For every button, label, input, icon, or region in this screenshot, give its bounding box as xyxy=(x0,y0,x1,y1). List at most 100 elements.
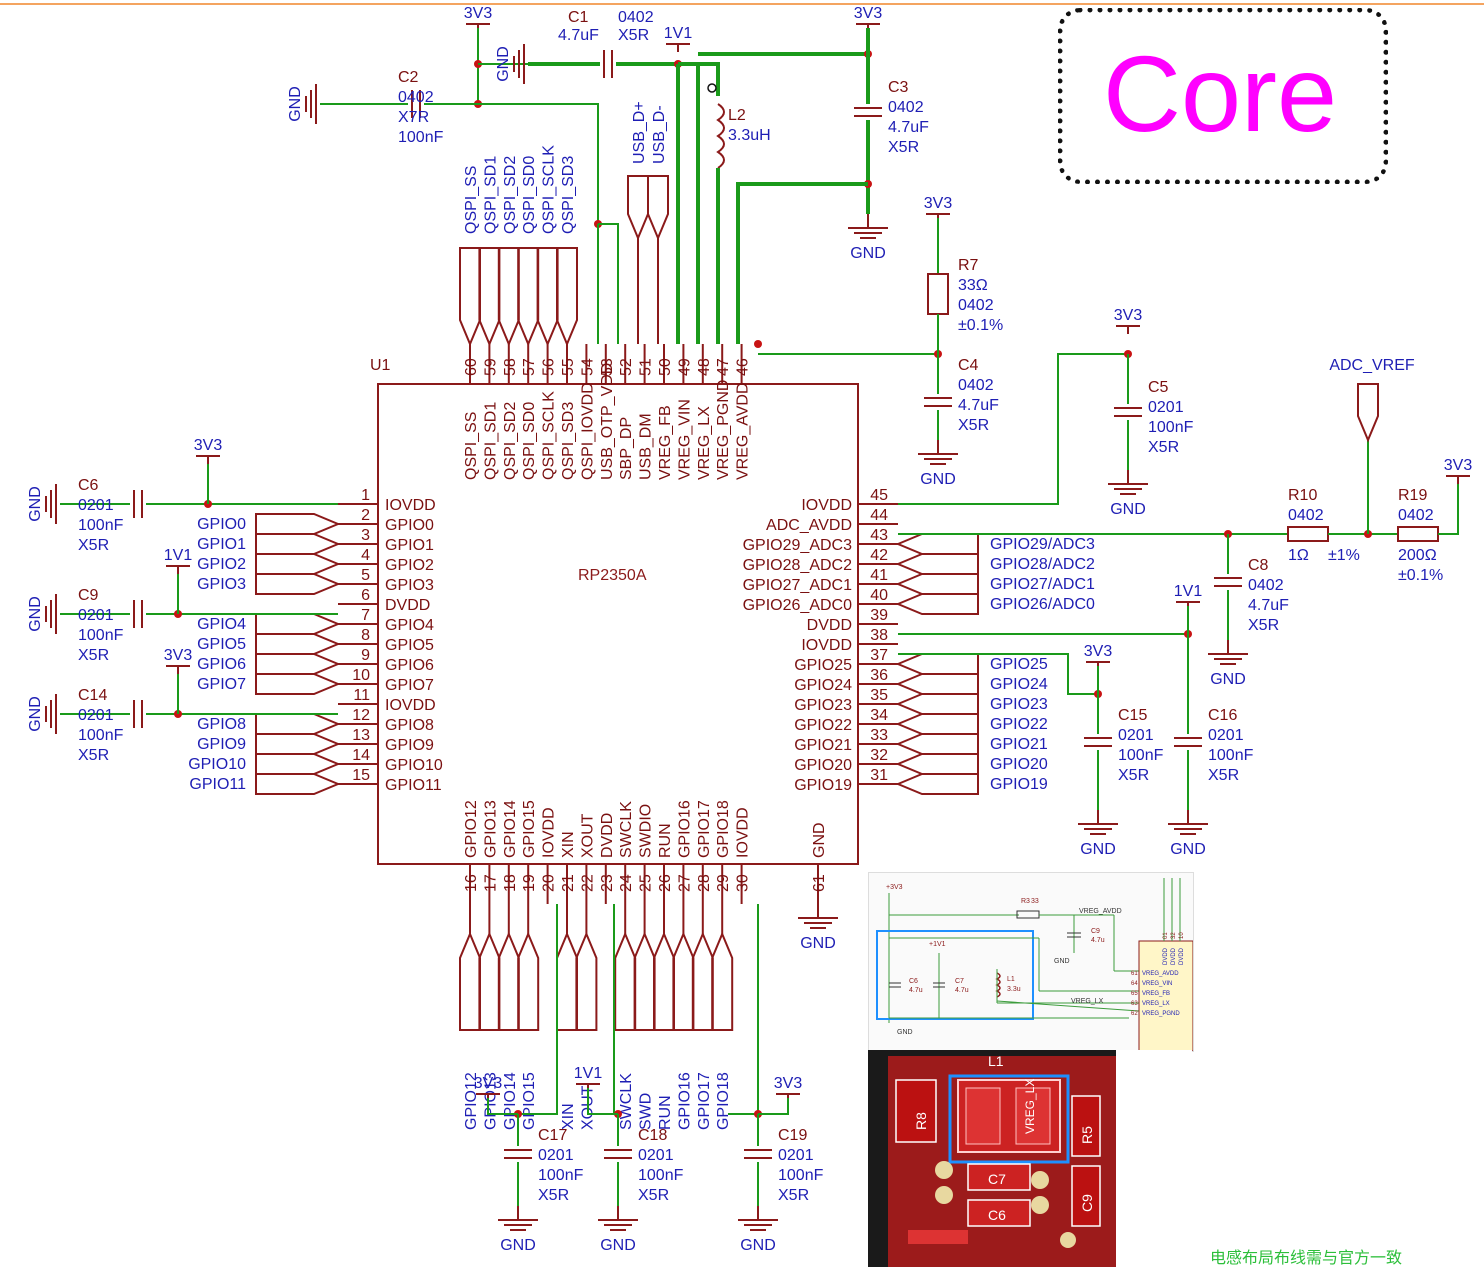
left-net-label: GPIO1 xyxy=(197,536,246,553)
left-pin-number: 5 xyxy=(361,567,370,584)
right-pin-number: 33 xyxy=(870,727,888,744)
top-pin-number: 50 xyxy=(657,358,674,376)
c6-gnd-label: GND xyxy=(27,486,44,522)
right-pin-number: 34 xyxy=(870,707,888,724)
l2-coil xyxy=(716,103,725,169)
right-pin-number: 42 xyxy=(870,547,888,564)
c8-label: 4.7uF xyxy=(1248,597,1289,614)
bottom-net-label-flag xyxy=(711,931,734,1031)
right-pin-number: 37 xyxy=(870,647,888,664)
c17-label: C17 xyxy=(538,1127,567,1144)
c17-pwr-wire xyxy=(487,1098,518,1115)
top-pin-name: SBP_DP xyxy=(618,417,635,480)
top-net-label: QSPI_SCLK xyxy=(541,145,558,234)
bottom-net-label-flag xyxy=(478,931,501,1031)
mini-pin-name: VREG_PGND xyxy=(1142,1011,1180,1017)
left-net-label: GPIO8 xyxy=(197,716,246,733)
top-pin-number: 55 xyxy=(560,358,577,376)
c19-gnd-label: GND xyxy=(740,1237,776,1254)
right-net-label-flag xyxy=(895,673,979,695)
left-pin-number: 9 xyxy=(361,647,370,664)
usb-dm-label: USB_D- xyxy=(651,105,668,164)
c14-gnd-label: GND xyxy=(27,696,44,732)
bottom-pin-number: 20 xyxy=(541,874,558,892)
right-net-label-flag xyxy=(895,533,979,555)
top-pin-number: 60 xyxy=(463,358,480,376)
c5-power-label: 3V3 xyxy=(1114,307,1143,324)
usb-otp-wire xyxy=(598,223,619,344)
pcb-c6-label: C6 xyxy=(988,1207,1006,1223)
mini-pin-name: VREG_VIN xyxy=(1142,981,1172,987)
left-net-label-flag xyxy=(255,633,341,655)
bottom-pin-number: 19 xyxy=(521,874,538,892)
c2-right xyxy=(424,103,599,224)
mini-pin-name: VREG_LX xyxy=(1142,1001,1170,1007)
left-pin-number: 7 xyxy=(361,607,370,624)
right-pin-name: GPIO27_ADC1 xyxy=(743,577,852,594)
c19-label: C19 xyxy=(778,1127,807,1144)
c2-label: 100nF xyxy=(398,129,444,146)
junction-dot xyxy=(754,340,762,348)
left-net-label: GPIO10 xyxy=(188,756,246,773)
c8-label: 0402 xyxy=(1248,577,1284,594)
bottom-pin-number: 27 xyxy=(676,874,693,892)
c18-label: C18 xyxy=(638,1127,667,1144)
left-net-label: GPIO11 xyxy=(189,776,246,793)
bottom-net-label: GPIO15 xyxy=(521,1072,538,1130)
top-pin-number: 54 xyxy=(579,358,596,376)
c16-label: C16 xyxy=(1208,707,1237,724)
left-pin-name: GPIO5 xyxy=(385,637,434,654)
c9-label: X5R xyxy=(78,647,109,664)
r10-body xyxy=(1287,526,1329,542)
adc-vref-label: ADC_VREF xyxy=(1329,357,1415,374)
top-3v3-power-label: 3V3 xyxy=(464,5,493,22)
top-pin-name: VREG_PGND xyxy=(715,380,732,480)
top-pin-name: USB_DM xyxy=(638,413,655,480)
bottom-pin-name: GPIO13 xyxy=(482,800,499,858)
bottom-pin-name: GND xyxy=(811,822,828,858)
left-net-label-flag xyxy=(255,773,341,795)
left-pin-name: GPIO11 xyxy=(385,777,442,794)
left-net-label: GPIO6 xyxy=(197,656,246,673)
right-net-label: GPIO22 xyxy=(990,716,1048,733)
core-title: Core xyxy=(1103,33,1338,154)
bottom-net-label-flag xyxy=(691,931,714,1031)
c6-label: 100nF xyxy=(78,517,124,534)
c19-pwr-wire xyxy=(758,1098,789,1115)
left-net-label-flag xyxy=(255,653,341,675)
right-net-label-flag xyxy=(895,693,979,715)
layout-note: 电感布局布线需与官方一致 xyxy=(1210,1248,1403,1267)
ic-ref: U1 xyxy=(370,357,391,374)
top-pin-name: QSPI_IOVDD xyxy=(579,382,596,480)
c8-gnd-label: GND xyxy=(1210,671,1246,688)
right-pin-number: 44 xyxy=(870,507,888,524)
bottom-pin-number: 30 xyxy=(735,874,752,892)
bottom-net-label-flag xyxy=(614,931,637,1031)
right-pin-number: 38 xyxy=(870,627,888,644)
mini-vreg-avdd-net: VREG_AVDD xyxy=(1079,908,1122,915)
top-pin-number: 46 xyxy=(735,358,752,376)
c17-gnd-label: GND xyxy=(500,1237,536,1254)
reference-schematic-svg: +3V3 +1V1 GND GND VREG_AVDD VREG_LX R3 3… xyxy=(876,878,1194,1052)
right-net-label-flag xyxy=(895,713,979,735)
c2-label: X7R xyxy=(398,109,429,126)
bottom-pin-name: GPIO18 xyxy=(715,800,732,858)
top-net-label: QSPI_SD3 xyxy=(560,156,577,234)
vreg-vin-wire xyxy=(678,62,700,344)
top-pin-name: QSPI_SD1 xyxy=(482,402,499,480)
c4-label: 4.7uF xyxy=(958,397,999,414)
r19-body xyxy=(1397,526,1439,542)
r7-label: 0402 xyxy=(958,297,994,314)
right-pin-number: 45 xyxy=(870,487,888,504)
left-net-label: GPIO4 xyxy=(197,616,246,633)
mini-1v1-label: +1V1 xyxy=(929,941,946,948)
bottom-pin-number: 22 xyxy=(579,874,596,892)
bottom-pin-number: 24 xyxy=(618,874,635,892)
bottom-pin-number: 23 xyxy=(599,874,616,892)
left-pin-name: GPIO4 xyxy=(385,617,434,634)
top-pin-number: 53 xyxy=(599,358,616,376)
r10-tolerance: ±1% xyxy=(1328,547,1360,564)
top-net-label: QSPI_SD1 xyxy=(482,156,499,234)
right-net-label-flag xyxy=(895,753,979,775)
c4-label: X5R xyxy=(958,417,989,434)
